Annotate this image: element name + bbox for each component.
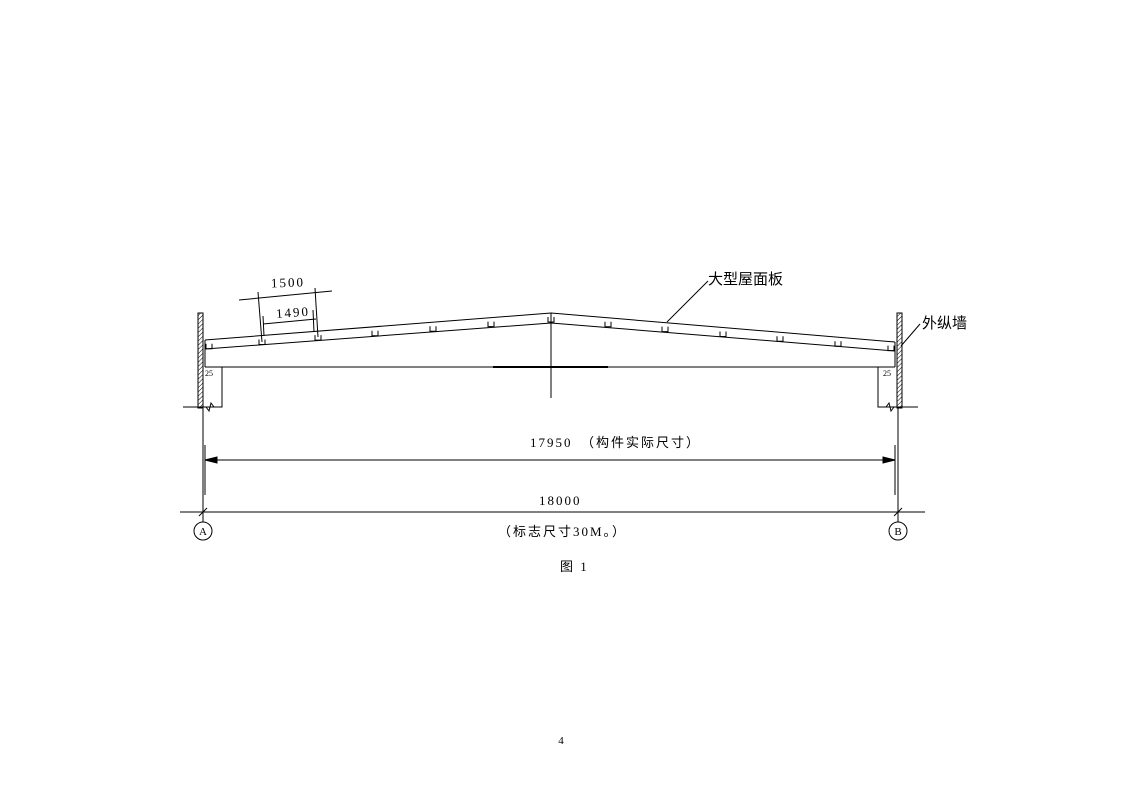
tick-a xyxy=(198,507,208,517)
left-wall xyxy=(197,312,204,409)
panel-rib xyxy=(205,343,213,350)
axis-bubble-b xyxy=(888,521,908,541)
arrow-right xyxy=(882,456,896,464)
panel-rib xyxy=(371,330,379,337)
panel-rib xyxy=(719,331,727,337)
dim-text-actual: 17950 （构件实际尺寸） xyxy=(530,435,701,450)
axis-bubble-a xyxy=(193,521,213,541)
panel-rib xyxy=(604,321,612,328)
tick-b xyxy=(893,507,903,517)
axis-label-b: B xyxy=(894,526,901,538)
arrow-left xyxy=(204,456,218,464)
panel-rib xyxy=(258,339,266,346)
ext-1490-b xyxy=(312,309,315,333)
dim-text-1490: 1490 xyxy=(275,304,310,321)
gap-right: 25 xyxy=(883,369,891,378)
panel-rib xyxy=(487,321,495,328)
panel-rib xyxy=(314,335,322,341)
leader-roof-panel xyxy=(666,280,709,323)
panel-rib xyxy=(887,345,895,352)
right-column xyxy=(877,367,895,413)
panel-rib xyxy=(776,336,784,342)
dim-line-1500 xyxy=(238,290,333,301)
gap-left: 25 xyxy=(205,369,213,378)
panel-ribs xyxy=(205,317,895,352)
dim-note-nominal: （标志尺寸30M。） xyxy=(498,524,627,539)
ext-1500-b xyxy=(314,287,319,338)
ext-1500-a xyxy=(257,291,263,343)
figure-caption: 图 1 xyxy=(560,559,589,574)
dim-line-1490 xyxy=(262,318,317,325)
ext-1490-a xyxy=(262,315,265,337)
panel-rib xyxy=(429,326,437,332)
label-roof-panel: 大型屋面板 xyxy=(708,270,783,288)
roof-panel-bottom xyxy=(204,322,896,352)
leader-outer-wall xyxy=(900,323,921,347)
panel-rib xyxy=(834,341,842,347)
label-outer-wall: 外纵墙 xyxy=(922,315,967,332)
dim-text-nominal: 18000 xyxy=(539,493,582,508)
panel-rib xyxy=(661,326,669,333)
dim-text-1500: 1500 xyxy=(271,274,306,290)
right-wall xyxy=(896,312,903,409)
left-column xyxy=(205,367,223,413)
axis-label-a: A xyxy=(199,526,207,538)
page-number: 4 xyxy=(558,735,564,747)
